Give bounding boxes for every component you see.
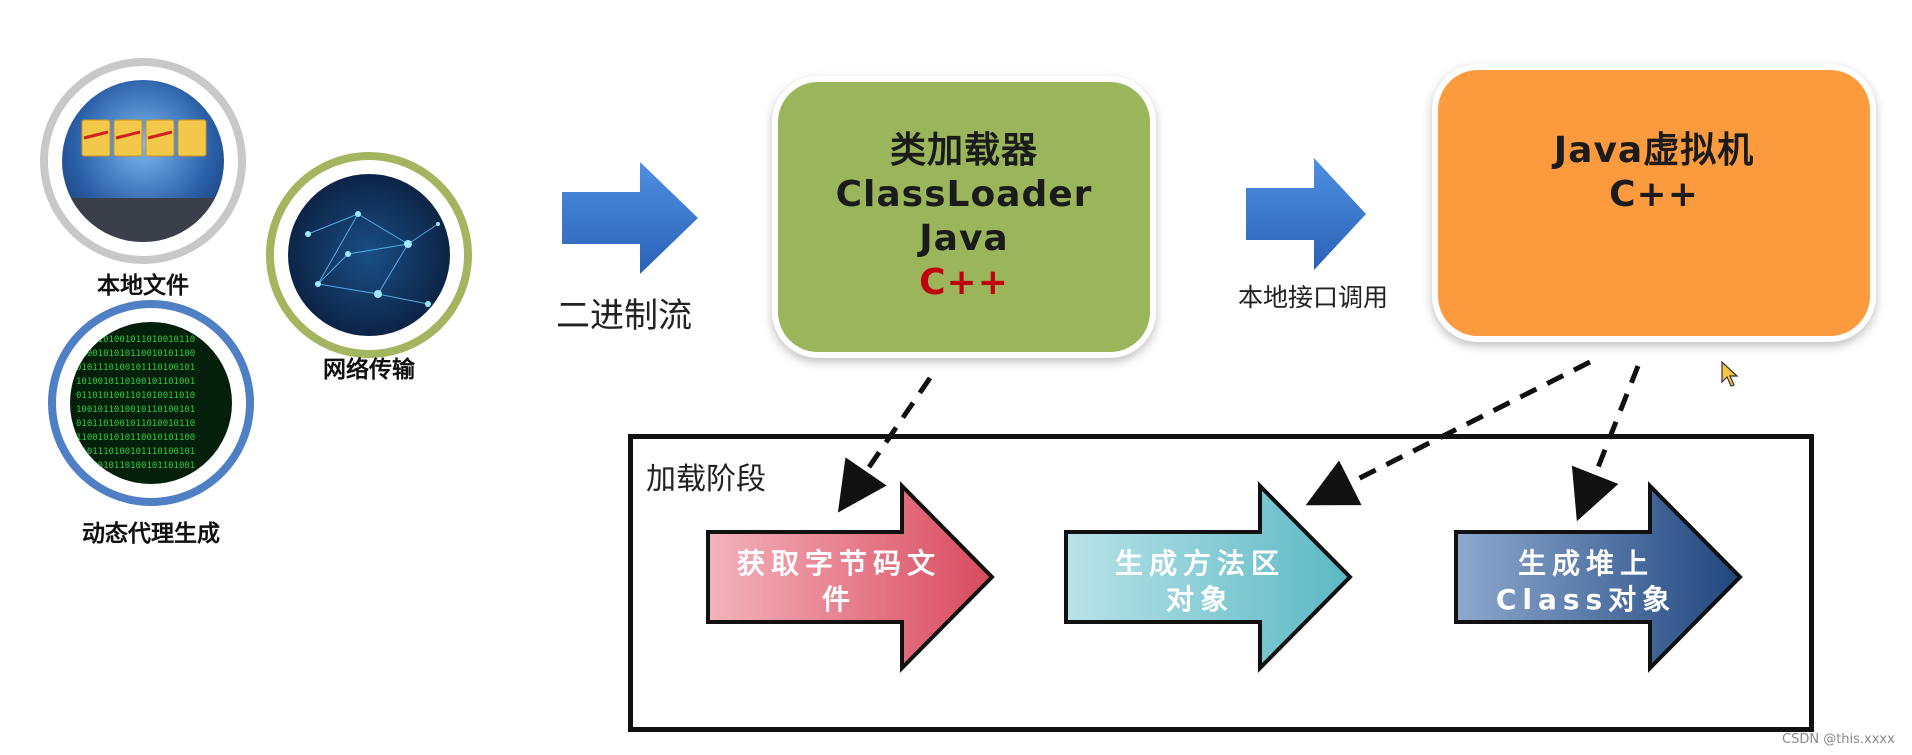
svg-text:0101110100101110100101: 0101110100101110100101 [76, 363, 195, 373]
classloader-cpp: C++ [919, 262, 1009, 303]
step3-line2: Class对象 [1495, 583, 1677, 616]
jvm-cpp: C++ [1609, 174, 1699, 215]
svg-text:1100101010110010101100: 1100101010110010101100 [76, 433, 195, 443]
local-file-label: 本地文件 [97, 273, 189, 299]
jvm-title: Java虚拟机 [1553, 130, 1755, 171]
step2-label: 生成方法区 对象 [1080, 546, 1320, 618]
mouse-cursor-icon [1721, 360, 1739, 387]
step3-line1: 生成堆上 [1517, 547, 1654, 580]
step1-label: 获取字节码文 件 [714, 546, 964, 618]
svg-text:1100101010110010101100: 1100101010110010101100 [76, 349, 195, 359]
classloader-java: Java [919, 218, 1009, 259]
step3-arrow [1454, 481, 1743, 673]
step3-label: 生成堆上 Class对象 [1466, 546, 1706, 618]
loading-stage-title: 加载阶段 [646, 462, 766, 497]
svg-text:1001011010010110100101: 1001011010010110100101 [76, 405, 195, 415]
native-call-arrow [1246, 158, 1366, 270]
dynamic-proxy-label: 动态代理生成 [82, 521, 220, 547]
step1-arrow [706, 481, 995, 673]
classloader-name: ClassLoader [835, 174, 1093, 215]
folders-icon [62, 80, 224, 242]
step1-line1: 获取字节码文 [736, 547, 941, 580]
jvm-box: Java虚拟机 C++ [1438, 70, 1870, 336]
network-icon [288, 174, 450, 336]
svg-text:1010010110100101101001: 1010010110100101101001 [76, 461, 195, 471]
binary-code-icon: 0101101001011010010110 11001010101100101… [70, 322, 232, 484]
native-call-label: 本地接口调用 [1238, 283, 1389, 312]
step2-arrow [1064, 481, 1353, 673]
svg-text:0101101001011010010110: 0101101001011010010110 [76, 419, 195, 429]
loading-stage-frame [628, 434, 1814, 732]
step1-line2: 件 [821, 583, 856, 616]
step2-line1: 生成方法区 [1114, 547, 1285, 580]
classloader-box: 类加载器 ClassLoader Java C++ [778, 82, 1150, 352]
svg-text:1010010110100101101001: 1010010110100101101001 [76, 377, 195, 387]
binary-stream-label: 二进制流 [556, 296, 692, 336]
watermark: CSDN @this.xxxx [1782, 732, 1895, 747]
svg-text:0101110100101110100101: 0101110100101110100101 [76, 447, 195, 457]
network-label: 网络传输 [323, 357, 415, 383]
step2-line2: 对象 [1165, 583, 1234, 616]
binary-stream-arrow [562, 162, 698, 274]
svg-text:0101101001011010010110: 0101101001011010010110 [76, 335, 195, 345]
svg-text:0110101001101010011010: 0110101001101010011010 [76, 391, 195, 401]
classloader-title: 类加载器 [889, 130, 1038, 171]
